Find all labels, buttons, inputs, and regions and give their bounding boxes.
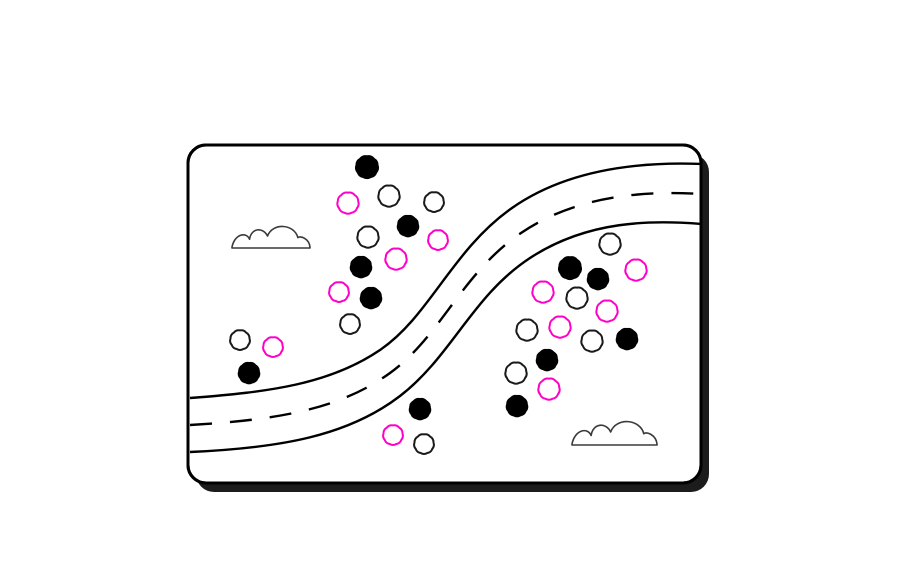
flower-17-pink xyxy=(382,424,404,446)
flower-8-pink xyxy=(384,247,408,271)
flower-27-pink xyxy=(548,315,572,339)
road-edge-right xyxy=(189,221,701,454)
flower-11-black xyxy=(359,286,383,310)
flower-14-pink xyxy=(262,336,284,358)
flower-3-white xyxy=(377,184,401,208)
cloud-left xyxy=(231,225,311,249)
flower-29-black xyxy=(615,327,639,351)
flower-25-pink xyxy=(595,299,619,323)
cloud-group xyxy=(231,225,658,446)
flower-23-pink xyxy=(531,280,555,304)
dashed-center-line xyxy=(189,191,701,427)
flower-19-white xyxy=(598,232,622,256)
flower-13-white xyxy=(229,329,251,351)
flower-1-black xyxy=(355,155,379,180)
road-edge-left xyxy=(189,162,701,400)
flower-21-black xyxy=(586,267,610,291)
scene-panel-outline xyxy=(186,143,703,485)
flower-2-pink xyxy=(336,191,360,215)
flower-5-black xyxy=(396,214,420,238)
cloud-right xyxy=(571,420,658,446)
flower-33-black xyxy=(505,394,529,418)
flower-6-white xyxy=(356,225,380,249)
flower-31-white xyxy=(504,361,528,385)
flower-9-black xyxy=(349,255,373,279)
curved-road xyxy=(189,162,701,454)
flower-4-white xyxy=(423,191,445,213)
flower-10-pink xyxy=(328,281,350,303)
flower-16-black xyxy=(408,397,432,421)
flower-12-white xyxy=(339,313,361,335)
flower-32-pink xyxy=(537,377,561,401)
flower-20-black xyxy=(558,256,582,281)
flower-30-black xyxy=(535,348,559,372)
flower-7-pink xyxy=(427,229,449,251)
flower-24-white xyxy=(565,286,589,310)
flower-18-white xyxy=(413,433,435,455)
flower-28-white xyxy=(580,329,604,353)
flower-15-black xyxy=(237,361,261,385)
flower-26-white xyxy=(515,318,539,342)
flower-group xyxy=(229,155,648,455)
flower-22-pink xyxy=(624,258,648,282)
